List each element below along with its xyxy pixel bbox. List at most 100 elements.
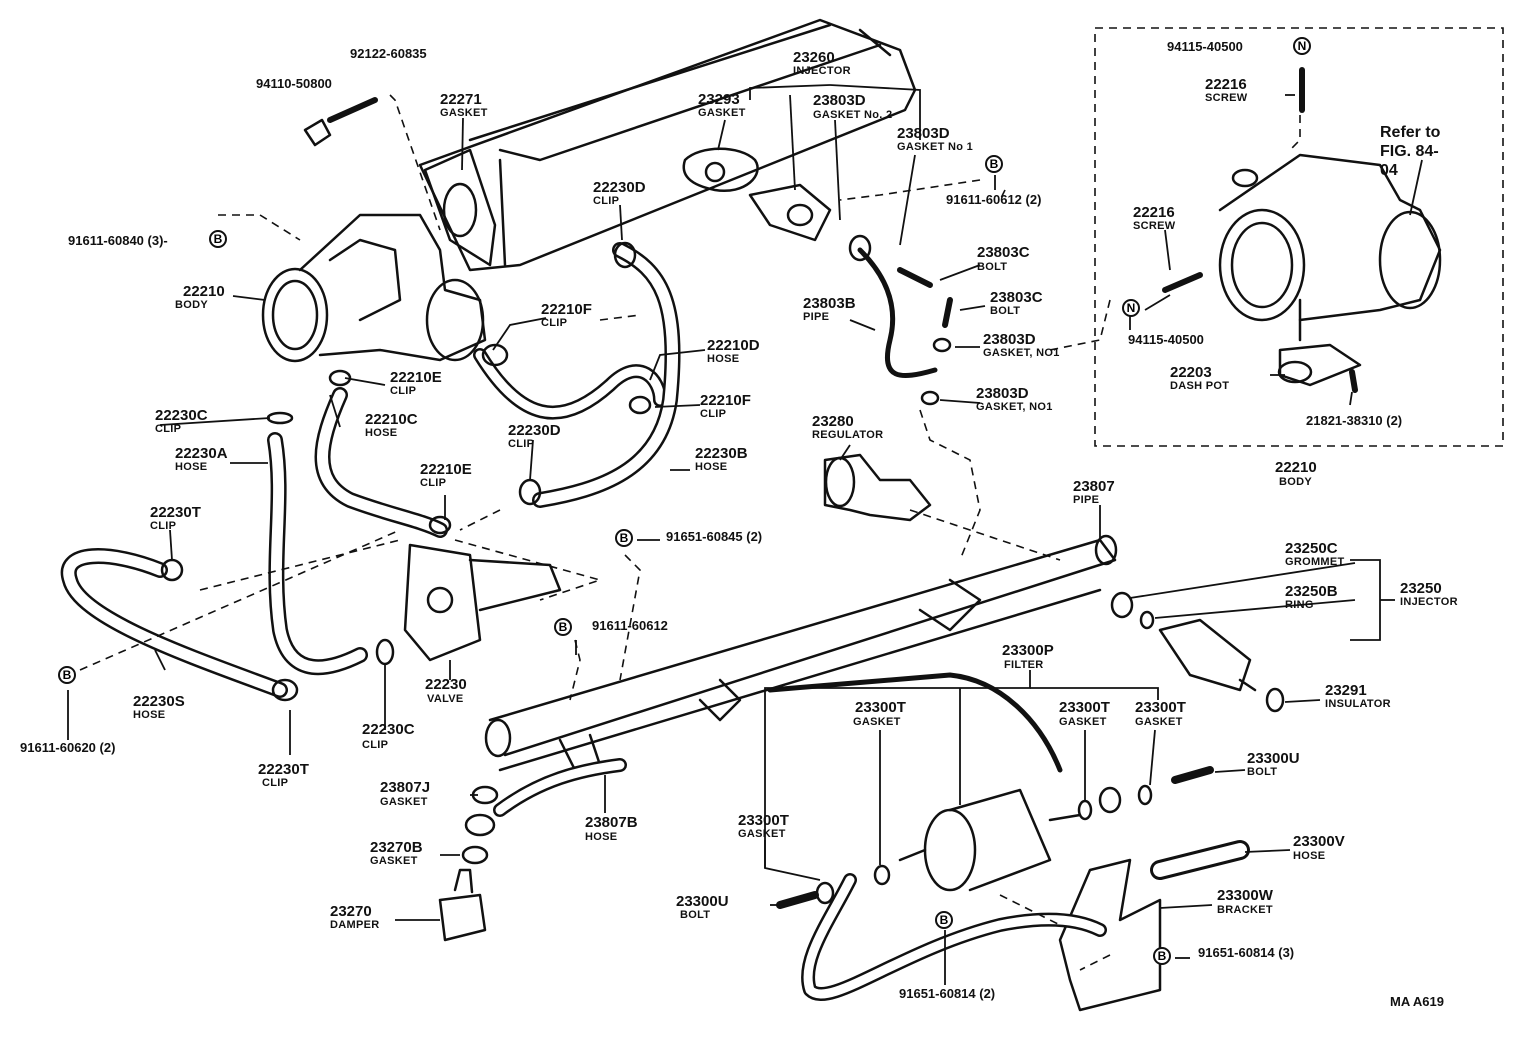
callout-name: REGULATOR [812,429,884,441]
pipe-23803B-drawing [857,247,938,378]
gasket-23293-drawing [682,147,759,193]
callout-name: GASKET [1135,716,1183,728]
callout-number: 23270 [330,903,372,920]
callout-name: INJECTOR [793,65,851,77]
callout-name: BOLT [977,261,1008,273]
callout-number: 23300T [1135,699,1186,716]
callout-number: 23300U [676,893,729,910]
callout-name: SCREW [1205,92,1248,104]
callout-name: INJECTOR [1400,596,1458,608]
callout-name: GASKET [380,796,428,808]
callout-number: 23803D [976,385,1029,402]
circled-b-mark: B [985,155,1003,173]
callout-name: INSULATOR [1325,698,1391,710]
callout-number: 22210E [390,369,442,386]
callout-name: BRACKET [1217,904,1273,916]
callout-name: PIPE [1073,494,1100,506]
callout-name: GASKET [1059,716,1107,728]
callout-number: 22230T [150,504,201,521]
part-number-label: 94115-40500 [1167,39,1243,54]
callout-name: DASH POT [1170,380,1230,392]
callout-number: 23807J [380,779,431,796]
callout-name: CLIP [150,520,177,532]
circled-b-mark: B [209,230,227,248]
callout-number: 23250 [1400,580,1442,597]
callout-number: 23300T [1059,699,1110,716]
callout-number: 22210 [183,283,225,300]
callout-name: CLIP [508,438,535,450]
callout-name: HOSE [1293,850,1326,862]
callout-number: 22230S [133,693,185,710]
circled-n-mark: N [1122,299,1140,317]
callout-number: 23803B [803,295,856,312]
regulator-23280-drawing [823,453,932,522]
callout-name: GASKET, NO1 [976,401,1053,413]
callout-number: 22230D [508,422,561,439]
throttle-body-drawing [261,213,487,363]
callout-name: CLIP [541,317,568,329]
callout-name: HOSE [695,461,728,473]
callout-name: HOSE [175,461,208,473]
fuel-filter-23300P-drawing [898,788,1082,892]
callout-number: 23807B [585,814,638,831]
circled-b-mark: B [615,529,633,547]
callout-number: 22210F [700,392,751,409]
callout-number: 23803C [990,289,1043,306]
callout-number: 22210 [1275,459,1317,476]
callout-name: GASKET No. 2 [813,109,893,121]
part-number-label: 91651-60814 (2) [899,986,996,1001]
callout-number: 22230T [258,761,309,778]
callout-number: 22216 [1133,204,1175,221]
part-number-label: 21821-38310 (2) [1306,413,1403,428]
callout-name: GASKET [370,855,418,867]
callout-number: 23270B [370,839,423,856]
delivery-pipe-23807-drawing [484,534,1118,772]
callout-number: 23250B [1285,583,1338,600]
callout-name: HOSE [133,709,166,721]
callout-number: 22210C [365,411,418,428]
callout-name: GASKET No 1 [897,141,974,153]
callout-number: 23291 [1325,682,1367,699]
callout-name: PIPE [803,311,830,323]
callout-name: FILTER [1004,659,1044,671]
callout-number: 22210F [541,301,592,318]
callout-number: 23260 [793,49,835,66]
callout-number: 23250C [1285,540,1338,557]
callout-number: 22230A [175,445,228,462]
hose-22230S-drawing [60,548,288,698]
callout-name: HOSE [365,427,398,439]
part-number-label: 91651-60845 (2) [666,529,763,544]
circled-b-mark: B [554,618,572,636]
bracket-23300W-drawing [1058,858,1162,1012]
part-number-label: 91611-60840 (3)- [68,233,168,248]
callout-name: SCREW [1133,220,1176,232]
hose-22210D-drawing [473,348,667,420]
callout-number: 23803D [897,125,950,142]
callout-name: CLIP [262,777,289,789]
intake-plenum-drawing [418,18,917,272]
callout-number: 23803D [983,331,1036,348]
callout-number: 22271 [440,91,482,108]
callout-name: BODY [175,299,208,311]
callout-name: BOLT [1247,766,1278,778]
callout-name: RING [1285,599,1314,611]
circled-b-mark: B [58,666,76,684]
part-number-label: 92122-60835 [350,46,427,61]
injector-23250-drawing [1110,591,1285,713]
callout-name: DAMPER [330,919,380,931]
callout-name: VALVE [427,693,464,705]
part-number-label: 91611-60620 (2) [20,740,116,755]
callout-number: 23300T [855,699,906,716]
callout-name: GASKET [440,107,488,119]
inset-reference-note: Refer to FIG. 84-04 [1380,124,1441,179]
part-number-label: 91651-60814 (3) [1198,945,1295,960]
callout-number: 23803C [977,244,1030,261]
callout-name: BOLT [680,909,711,921]
callout-number: 22230B [695,445,748,462]
callout-number: 22210D [707,337,760,354]
callout-name: CLIP [593,195,620,207]
callout-number: 23280 [812,413,854,430]
callout-number: 23807 [1073,478,1115,495]
callout-name: HOSE [585,831,618,843]
